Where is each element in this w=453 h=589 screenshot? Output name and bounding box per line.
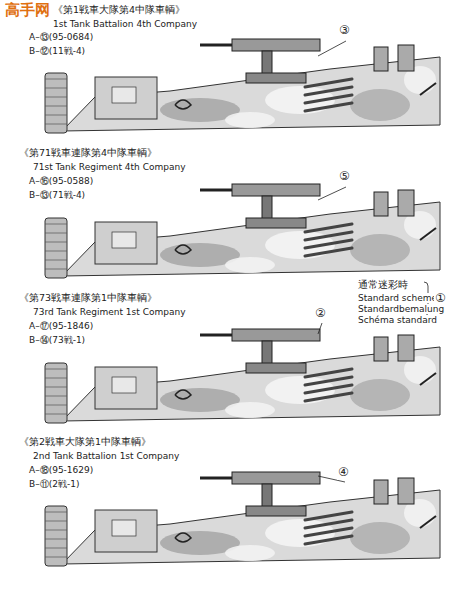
callout-number: ⑤ xyxy=(338,170,351,184)
unit-heading-en: 1st Tank Battalion 4th Company xyxy=(52,19,198,29)
scheme-note: Schéma standard xyxy=(357,315,438,325)
scheme-note: 通常迷彩時 xyxy=(357,280,409,291)
tank-profile xyxy=(45,472,440,566)
unit-heading-en: 71st Tank Regiment 4th Company xyxy=(32,162,186,172)
decal-number: A–⑬(95-0684) xyxy=(28,32,94,42)
scheme-note: Standard scheme xyxy=(357,293,438,303)
tank-profile xyxy=(45,329,440,423)
decal-number: B–⑭(73戦-1) xyxy=(28,335,86,345)
unit-heading: 《第71戦車連隊第4中隊車輌》 xyxy=(18,148,158,159)
unit-heading-en: 73rd Tank Regiment 1st Company xyxy=(32,307,187,317)
callout-number: ③ xyxy=(338,24,351,38)
decal-number: B–⑫(11戦-4) xyxy=(28,46,86,56)
callout-number: ① xyxy=(434,292,447,306)
decal-number: B–⑬(71戦-4) xyxy=(28,190,86,200)
scheme-note: Standardbemalung xyxy=(357,304,445,314)
decal-number: B–⑪(2戦-1) xyxy=(28,479,80,489)
tank-profile xyxy=(45,39,440,133)
callout-number: ② xyxy=(314,307,327,321)
unit-heading-en: 2nd Tank Battalion 1st Company xyxy=(32,451,180,461)
watermark: 高手网 xyxy=(4,2,51,19)
leader-line xyxy=(318,41,346,56)
leader-line xyxy=(318,187,346,200)
unit-heading: 《第2戦車大隊第1中隊車輌》 xyxy=(18,437,152,448)
unit-heading: 《第1戦車大隊第4中隊車輌》 xyxy=(52,5,186,16)
decal-number: A–⑰(95-1846) xyxy=(28,321,94,331)
decal-number: A–⑯(95-0588) xyxy=(28,176,94,186)
unit-heading: 《第73戦車連隊第1中隊車輌》 xyxy=(18,293,158,304)
leader-line xyxy=(318,323,322,334)
decal-number: A–⑱(95-1629) xyxy=(28,465,94,475)
callout-number: ④ xyxy=(337,466,350,480)
tank-profile xyxy=(45,184,440,278)
